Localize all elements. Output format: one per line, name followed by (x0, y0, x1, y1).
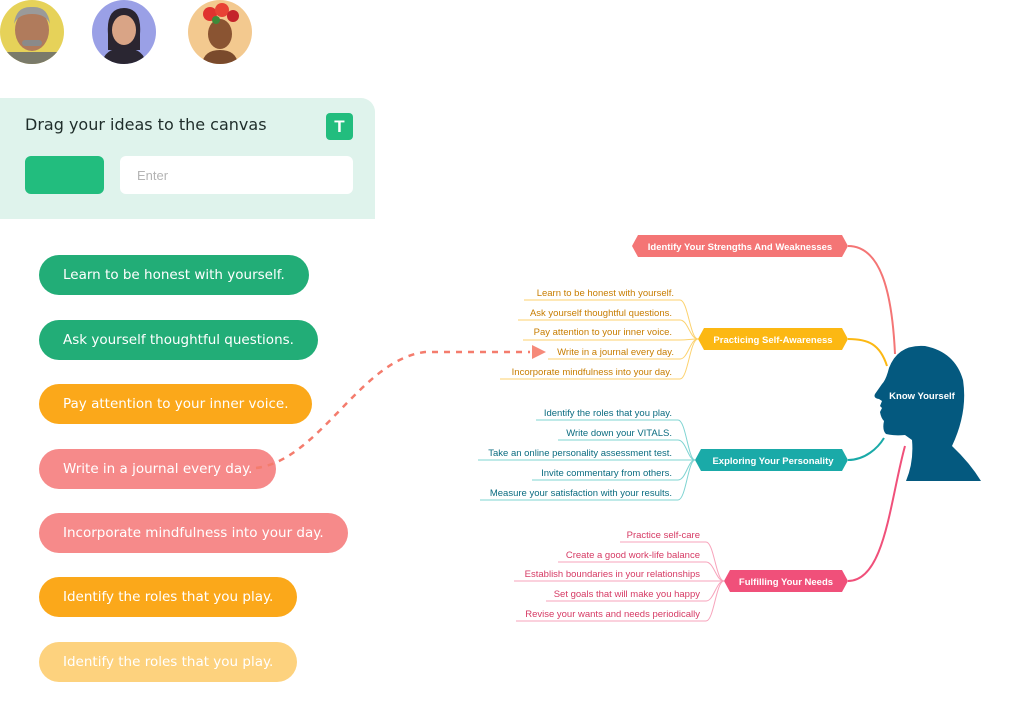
branch-title: Fulfilling Your Needs (739, 577, 833, 588)
leaf-item[interactable]: Incorporate mindfulness into your day. (512, 367, 672, 378)
leaf-item[interactable]: Ask yourself thoughtful questions. (530, 308, 672, 319)
branch-node[interactable]: Practicing Self-Awareness (698, 328, 848, 350)
leaf-item[interactable]: Pay attention to your inner voice. (534, 327, 672, 338)
leaf-item[interactable]: Learn to be honest with yourself. (537, 288, 674, 299)
branch-connector (847, 245, 896, 355)
drag-path (255, 350, 530, 470)
idea-pill[interactable]: Ask yourself thoughtful questions. (39, 320, 318, 360)
idea-pill[interactable]: Pay attention to your inner voice. (39, 384, 313, 424)
leaf-item[interactable]: Establish boundaries in your relationshi… (525, 569, 701, 580)
idea-pill[interactable]: Identify the roles that you play. (39, 577, 298, 617)
text-tool-icon[interactable]: T (326, 113, 353, 140)
center-node-label: Know Yourself (889, 391, 955, 402)
leaf-item[interactable]: Write down your VITALS. (566, 428, 672, 439)
leaf-item[interactable]: Identify the roles that you play. (544, 408, 672, 419)
leaf-item[interactable]: Take an online personality assessment te… (488, 448, 672, 459)
leaf-item[interactable]: Set goals that will make you happy (554, 589, 701, 600)
branch-connector (847, 338, 888, 367)
avatar (0, 0, 64, 64)
branch-title: Practicing Self-Awareness (713, 335, 832, 346)
panel-title: Drag your ideas to the canvas (25, 115, 267, 134)
ideas-panel: Drag your ideas to the canvas T (0, 98, 375, 219)
leaf-connectors (478, 419, 696, 501)
avatar (92, 0, 156, 64)
head-icon (874, 345, 981, 481)
branch-node[interactable]: Exploring Your Personality (695, 449, 848, 471)
idea-input[interactable] (120, 156, 353, 194)
branch-connector (847, 437, 885, 461)
idea-pill[interactable]: Write in a journal every day. (39, 449, 277, 489)
add-idea-button[interactable] (25, 156, 104, 194)
leaf-item[interactable]: Revise your wants and needs periodically (525, 609, 700, 620)
leaf-item[interactable]: Create a good work-life balance (566, 550, 700, 561)
branch-title: Exploring Your Personality (712, 456, 834, 467)
idea-pill[interactable]: Learn to be honest with yourself. (39, 255, 309, 295)
branch-node[interactable]: Identify Your Strengths And Weaknesses (632, 235, 848, 257)
leaf-connectors (514, 541, 725, 622)
branch-connector (847, 445, 906, 582)
idea-pill[interactable]: Identify the roles that you play. (39, 642, 298, 682)
branch-node[interactable]: Fulfilling Your Needs (724, 570, 848, 592)
avatar (188, 0, 252, 64)
leaf-item[interactable]: Practice self-care (627, 530, 700, 541)
leaf-item[interactable]: Write in a journal every day. (557, 347, 674, 358)
drag-arrow-icon (532, 345, 546, 359)
leaf-item[interactable]: Measure your satisfaction with your resu… (490, 488, 672, 499)
branch-title: Identify Your Strengths And Weaknesses (648, 242, 832, 253)
leaf-item[interactable]: Invite commentary from others. (541, 468, 672, 479)
leaf-connectors (500, 299, 699, 380)
idea-pill[interactable]: Incorporate mindfulness into your day. (39, 513, 348, 553)
